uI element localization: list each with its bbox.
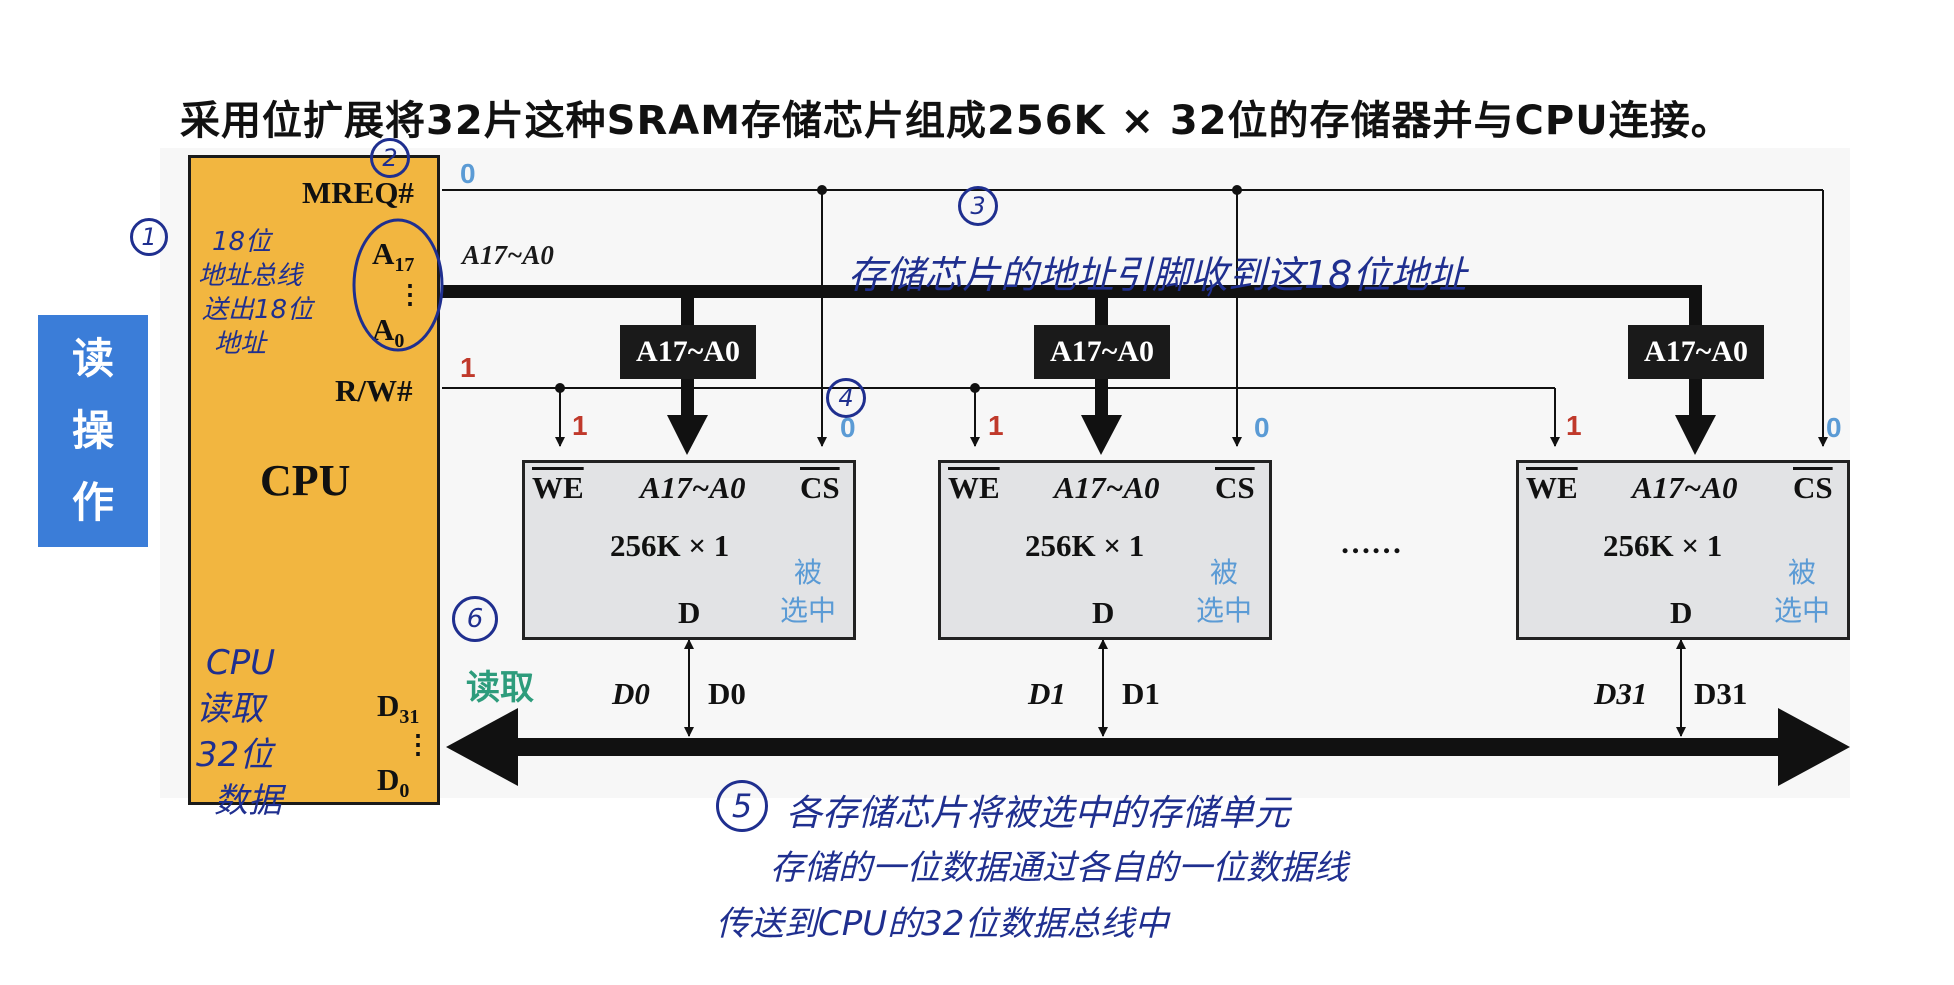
chip-2-cs-value: 0 [1254, 412, 1270, 443]
chip-1-selected: 被 选中 [780, 556, 837, 627]
data-dots: ⋮ [405, 730, 431, 759]
chip-address-box-3: A17~A0 [1628, 325, 1764, 379]
chip-3-d: D [1670, 595, 1693, 630]
rw-pin: R/W# [335, 373, 413, 408]
bottom-note-line-1: 各存储芯片将被选中的存储单元 [786, 793, 1291, 834]
chip-1-size: 256K × 1 [610, 528, 730, 563]
mreq-junction-1 [817, 185, 827, 195]
rw-value: 1 [460, 352, 476, 383]
chip-2-size: 256K × 1 [1025, 528, 1145, 563]
read-operation-tab: 读 操 作 [38, 315, 148, 547]
chip-3-selected: 被 选中 [1774, 556, 1831, 627]
rw-junction-2 [970, 383, 980, 393]
annotation-marker-3: 3 [958, 186, 998, 226]
cpu-label: CPU [260, 456, 351, 505]
chip-1-data-left: D0 [612, 676, 650, 711]
chip-1-we: WE [532, 470, 584, 505]
annotation-marker-5: 5 [716, 780, 768, 832]
address-note: 18位 地址总线 送出18位 地址 [198, 227, 314, 359]
chip-1-data-right: D0 [708, 676, 746, 711]
chip-3-addr: A17~A0 [1632, 470, 1738, 505]
data-bus [446, 708, 1850, 786]
chip-3-we: WE [1526, 470, 1578, 505]
mreq-line [442, 189, 1828, 447]
chip-2-d: D [1092, 595, 1115, 630]
chip-address-note: 存储芯片的地址引脚收到这18位地址 [848, 253, 1467, 297]
chip-1-cs-value: 0 [840, 412, 856, 443]
chip-3-we-value: 1 [1566, 410, 1582, 441]
mreq-value: 0 [460, 158, 476, 189]
chip-2-data-right: D1 [1122, 676, 1160, 711]
mreq-junction-2 [1232, 185, 1242, 195]
chip-1-addr: A17~A0 [640, 470, 746, 505]
annotation-marker-4: 4 [826, 378, 866, 418]
addr-dots: ⋮ [397, 280, 423, 309]
annotation-marker-2: 2 [370, 138, 410, 178]
chip-3-cs: CS [1793, 470, 1833, 505]
chip-address-box-1: A17~A0 [620, 325, 756, 379]
bottom-note-line-2: 存储的一位数据通过各自的一位数据线 [770, 848, 1348, 888]
chip-2-selected: 被 选中 [1196, 556, 1253, 627]
address-pin-circle [352, 218, 444, 352]
mreq-pin: MREQ# [302, 175, 414, 210]
chip-3-cs-value: 0 [1826, 412, 1842, 443]
a17-pin: A17 [372, 236, 415, 277]
chip-1-we-value: 1 [572, 410, 588, 441]
page-title: 采用位扩展将32片这种SRAM存储芯片组成256K × 32位的存储器并与CPU… [180, 98, 1732, 144]
chip-3-data-left: D31 [1594, 676, 1648, 711]
chips-ellipsis: …… [1340, 525, 1402, 560]
d31-pin: D31 [377, 688, 420, 729]
chip-3-size: 256K × 1 [1603, 528, 1723, 563]
cpu-read-note: CPU 读取 32位 数据 [196, 643, 282, 821]
annotation-marker-6: 6 [452, 596, 498, 642]
chip-1-cs: CS [800, 470, 840, 505]
chip-3-data-right: D31 [1694, 676, 1748, 711]
bottom-note-line-3: 传送到CPU的32位数据总线中 [716, 904, 1169, 944]
annotation-marker-1: 1 [130, 218, 168, 256]
memory-chip-3 [1516, 460, 1850, 640]
memory-chip-2 [938, 460, 1272, 640]
cpu-block [188, 155, 440, 805]
d0-pin: D0 [377, 762, 410, 803]
data-lines [684, 639, 1686, 737]
chip-1-d: D [678, 595, 701, 630]
a0-pin: A0 [372, 312, 405, 353]
chip-address-box-2: A17~A0 [1034, 325, 1170, 379]
chip-2-we-value: 1 [988, 410, 1004, 441]
chip-2-cs: CS [1215, 470, 1255, 505]
tab-char-2: 操 [71, 406, 114, 455]
chip-2-addr: A17~A0 [1054, 470, 1160, 505]
chip-2-data-left: D1 [1028, 676, 1066, 711]
chip-2-we: WE [948, 470, 1000, 505]
tab-char-3: 作 [71, 478, 114, 527]
rw-line [442, 387, 1560, 447]
rw-junction-1 [555, 383, 565, 393]
tab-char-1: 读 [71, 334, 114, 383]
read-label: 读取 [466, 668, 534, 708]
address-bus-label: A17~A0 [462, 240, 554, 270]
address-bus [442, 285, 1716, 455]
memory-chip-1 [522, 460, 856, 640]
